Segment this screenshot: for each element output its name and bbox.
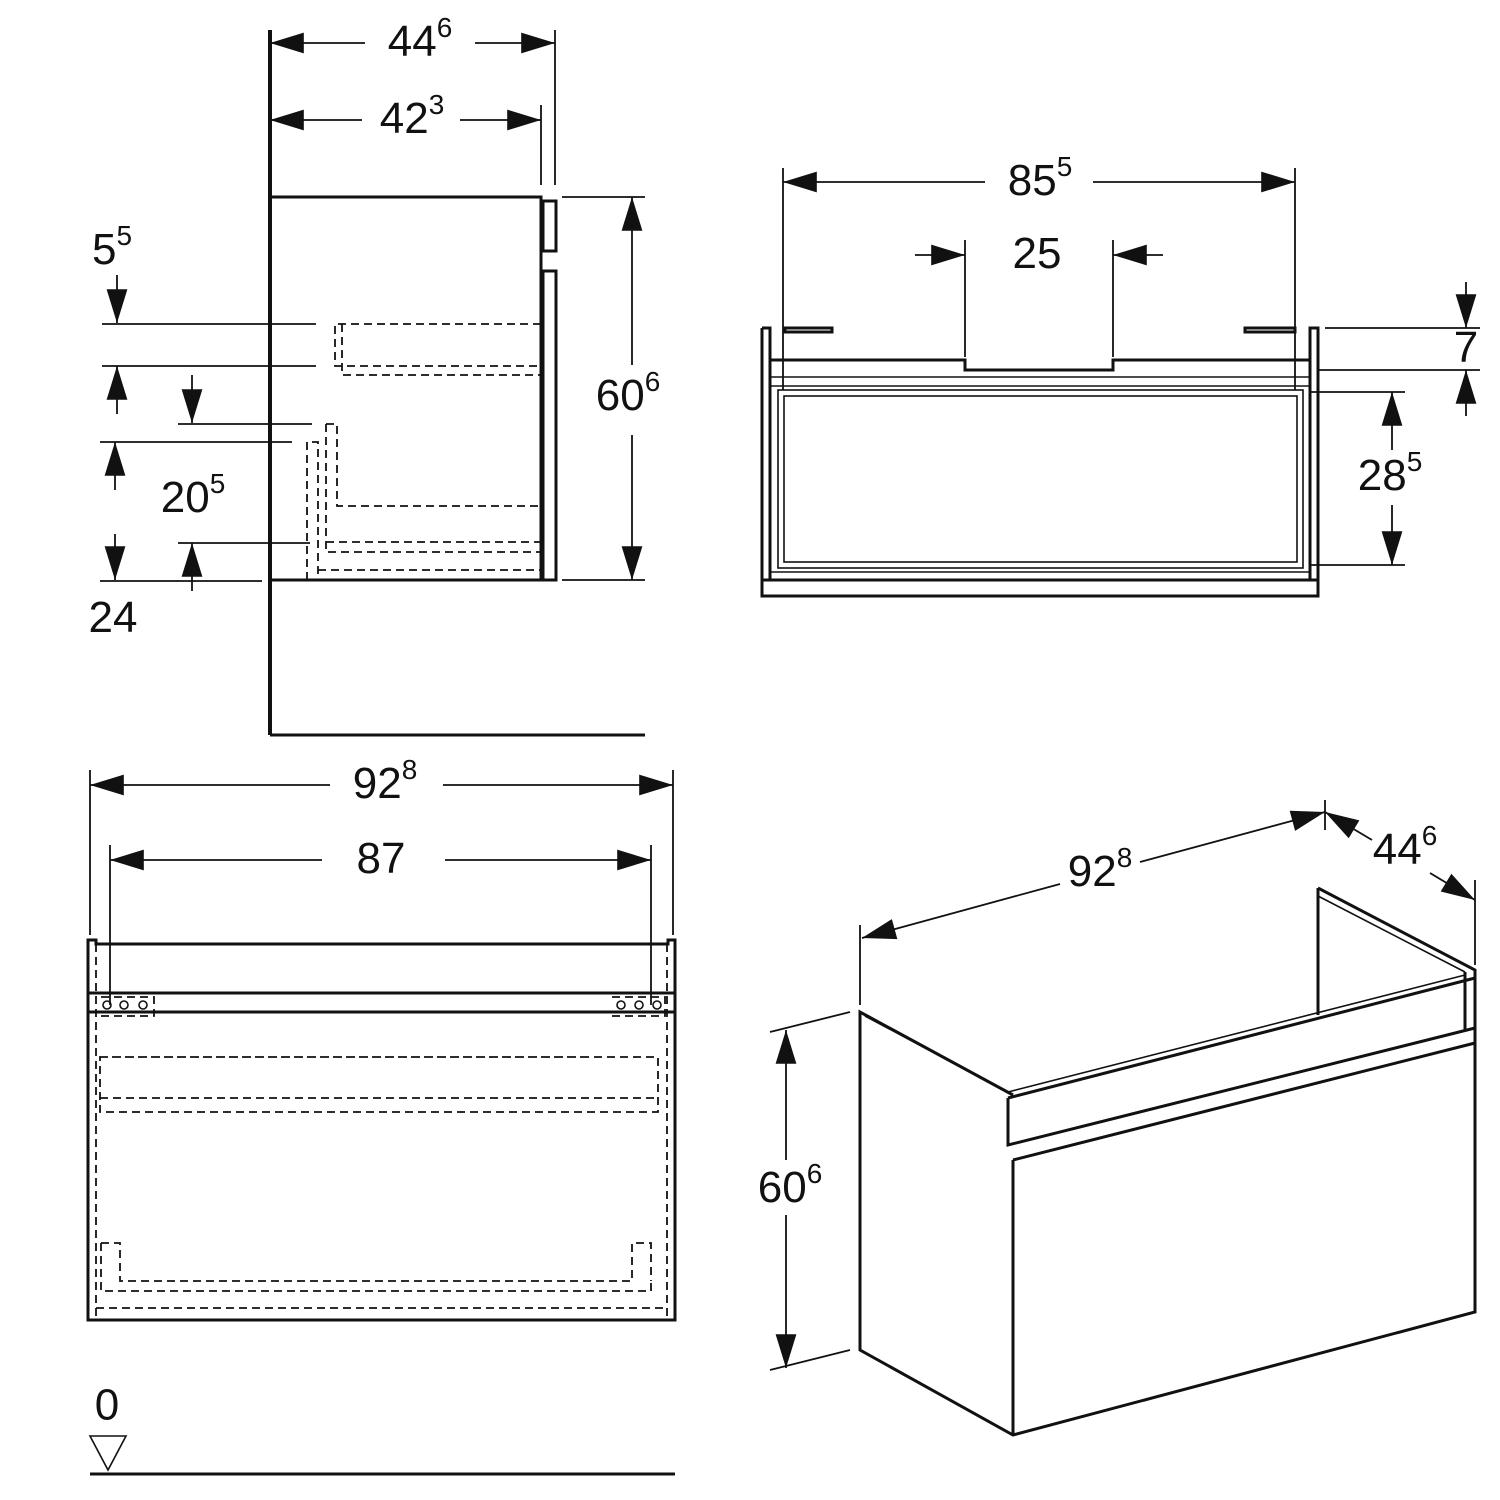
top-inner-edges <box>864 895 1466 1093</box>
cabinet-body-outline <box>272 195 543 582</box>
basin-edge <box>770 358 1310 372</box>
drawer-inner-outline <box>777 389 1304 569</box>
floor-level-label: 0 <box>95 1381 119 1430</box>
dim-drawer-height: 205 <box>161 468 226 521</box>
dimension-line <box>1429 872 1476 901</box>
dim-mount-spacing: 87 <box>357 834 406 883</box>
drawer-rail-hidden <box>306 441 541 580</box>
extension-line <box>769 1011 851 1033</box>
dim-body-depth: 423 <box>380 89 445 142</box>
dim-overall-width: 928 <box>353 754 418 807</box>
dim-side-height: 606 <box>596 366 661 419</box>
dim-cutout-width: 25 <box>1013 229 1062 278</box>
dim-iso-height: 606 <box>758 1158 823 1211</box>
top-view: 855 25 7 285 <box>760 151 1480 598</box>
side-view: 446 423 606 55 205 24 <box>89 12 661 737</box>
drawer-front-panel <box>541 269 558 582</box>
dimension-line <box>1139 810 1326 863</box>
dim-top-offset: 55 <box>92 220 132 273</box>
upper-drawer-hidden <box>334 323 541 376</box>
extension-line <box>769 1349 851 1371</box>
iso-view: 928 446 606 <box>758 800 1477 1437</box>
drawer-front-edges <box>1006 972 1476 1435</box>
mount-holes <box>102 1000 662 1010</box>
front-view: 928 87 0 <box>86 754 677 1476</box>
drawer-inner-outline <box>783 395 1298 563</box>
top-front-panel <box>541 199 558 253</box>
front-body-outline <box>86 938 677 1322</box>
mount-bracket-hidden <box>101 996 666 1017</box>
dim-iso-depth: 446 <box>1373 820 1438 873</box>
dim-bottom-offset: 24 <box>89 593 138 642</box>
lower-drawer-hidden <box>96 1242 667 1309</box>
dimension-line <box>861 883 1061 940</box>
side-panel-hidden <box>95 944 668 1320</box>
mount-tabs <box>783 326 1297 334</box>
lower-drawer-hidden <box>325 423 541 553</box>
dim-inner-depth: 285 <box>1358 446 1423 499</box>
cabinet-outline <box>858 886 1477 1437</box>
dim-overall-depth: 446 <box>388 12 453 65</box>
dim-inner-width: 855 <box>1008 151 1073 204</box>
level-triangle-icon <box>88 1435 128 1472</box>
dim-rim: 7 <box>1454 323 1478 372</box>
upper-drawer-hidden <box>99 1056 659 1113</box>
dim-iso-width: 928 <box>1068 842 1133 895</box>
dimension-line <box>1324 811 1373 841</box>
top-body-outline <box>760 326 1320 598</box>
